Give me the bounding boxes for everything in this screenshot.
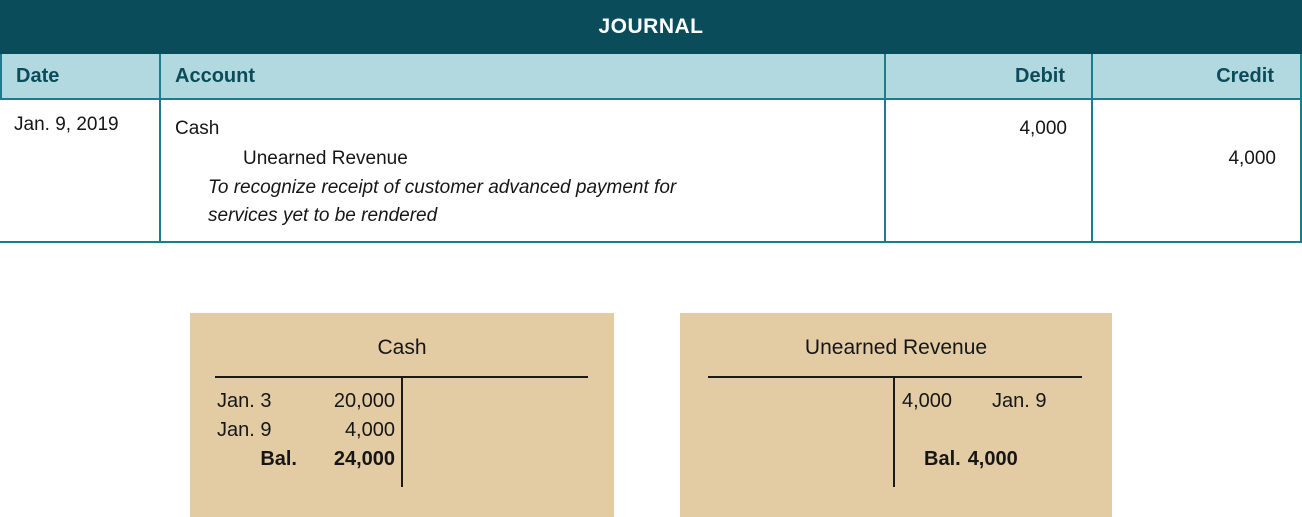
t-account-balance-row: Bal. 24,000 bbox=[217, 445, 395, 474]
t-account-cash: Cash Jan. 3 20,000 Jan. 9 4,000 Bal. 24,… bbox=[190, 313, 614, 517]
t-account-unearned-revenue: Unearned Revenue 4,000 Jan. 9 4,000 Bal. bbox=[680, 313, 1112, 517]
journal-grid: Date Account Debit Credit Jan. 9, 2019 C… bbox=[0, 54, 1302, 243]
entry-credit-spacer: . bbox=[1107, 114, 1276, 144]
t-row-amount: 4,000 bbox=[344, 419, 395, 441]
journal-table: JOURNAL Date Account Debit Credit Jan. 9… bbox=[0, 0, 1302, 243]
column-header-credit: Credit bbox=[1093, 54, 1302, 100]
t-account-vertical-divider bbox=[893, 376, 895, 487]
t-row-amount: 20,000 bbox=[333, 390, 395, 412]
journal-title: JOURNAL bbox=[0, 0, 1302, 54]
t-balance-amount: 24,000 bbox=[333, 448, 395, 470]
entry-account-cell: Cash Unearned Revenue To recognize recei… bbox=[161, 100, 886, 243]
entry-memo-line-1: To recognize receipt of customer advance… bbox=[208, 177, 677, 198]
column-header-date: Date bbox=[0, 54, 161, 100]
t-account-title: Unearned Revenue bbox=[804, 336, 988, 359]
t-account-horizontal-rule bbox=[708, 376, 1082, 378]
t-account-row: 4,000 Jan. 9 bbox=[902, 387, 1082, 416]
entry-credit-amount: 4,000 bbox=[1228, 148, 1276, 169]
column-header-account: Account bbox=[161, 54, 886, 100]
entry-credit-account: Unearned Revenue bbox=[243, 148, 408, 169]
t-account-credit-side: 4,000 Jan. 9 4,000 Bal. bbox=[902, 387, 1082, 474]
entry-debit-account: Cash bbox=[175, 118, 220, 139]
t-row-label: Jan. 3 bbox=[217, 390, 272, 412]
entry-date-cell: Jan. 9, 2019 bbox=[0, 100, 161, 243]
column-header-debit: Debit bbox=[886, 54, 1093, 100]
entry-credit-cell: . 4,000 bbox=[1093, 100, 1302, 243]
t-account-title: Cash bbox=[377, 336, 427, 359]
t-account-row: Jan. 3 20,000 bbox=[217, 387, 395, 416]
t-row-label: Jan. 9 bbox=[217, 419, 272, 441]
t-row-amount: 4,000 bbox=[902, 390, 953, 412]
entry-date: Jan. 9, 2019 bbox=[14, 114, 119, 135]
t-account-debit-side: Jan. 3 20,000 Jan. 9 4,000 Bal. 24,000 bbox=[217, 387, 395, 474]
entry-debit-cell: 4,000 bbox=[886, 100, 1093, 243]
t-row-label: Jan. 9 bbox=[992, 390, 1047, 412]
t-balance-amount: 4,000 bbox=[967, 448, 1018, 470]
t-account-vertical-divider bbox=[401, 376, 403, 487]
t-balance-label: Bal. bbox=[924, 448, 961, 470]
t-account-balance-row: 4,000 Bal. bbox=[902, 445, 1082, 474]
t-account-row: Jan. 9 4,000 bbox=[217, 416, 395, 445]
entry-memo-line-2: services yet to be rendered bbox=[208, 205, 438, 226]
t-balance-label: Bal. bbox=[260, 448, 297, 470]
entry-debit-amount: 4,000 bbox=[1019, 118, 1067, 139]
